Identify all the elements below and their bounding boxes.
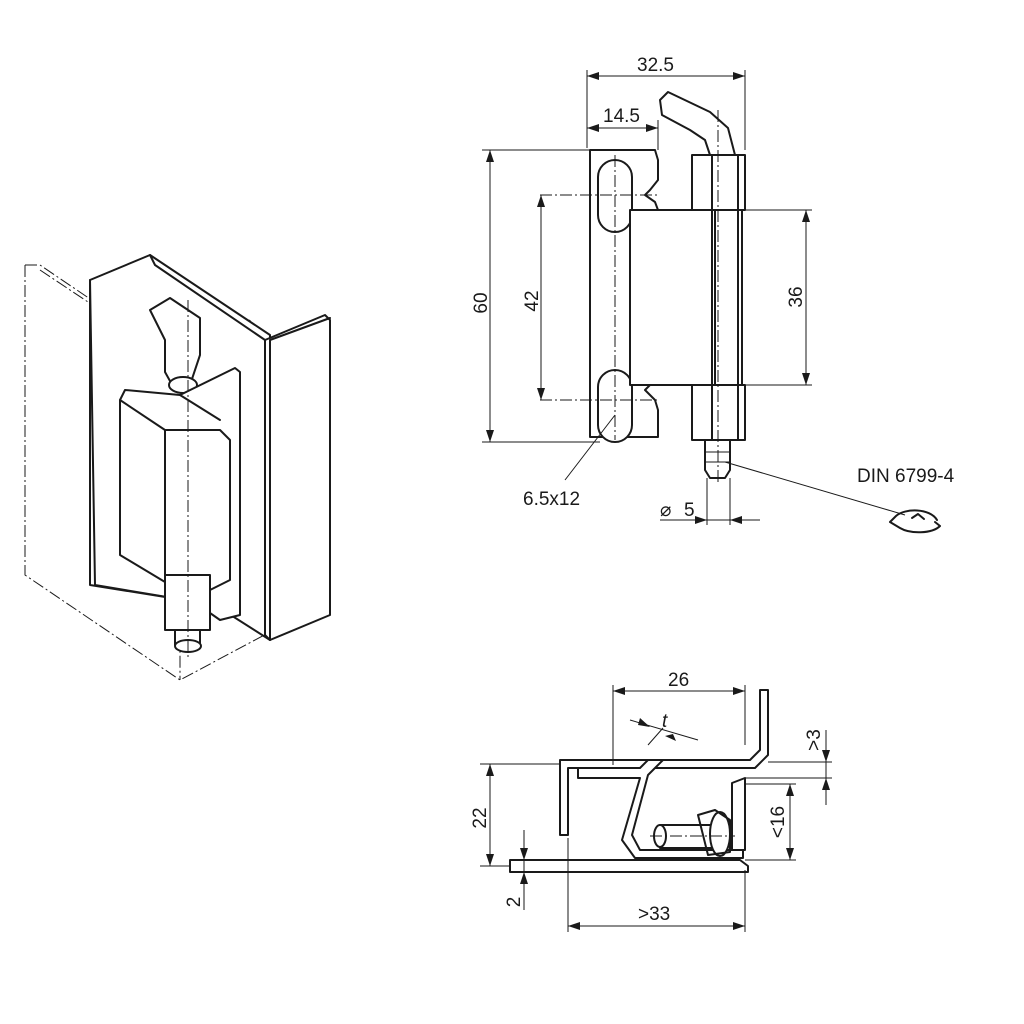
- dim-top-offset: >3: [745, 729, 832, 805]
- outer-bracket: [559, 689, 769, 836]
- pin-section: [650, 777, 746, 857]
- bottom-plate: [509, 859, 749, 873]
- dim-label-36: 36: [786, 286, 807, 307]
- callout-retaining-ring: DIN 6799-4: [724, 461, 955, 534]
- dim-label-gt33: >33: [638, 904, 670, 925]
- sleeve-block: [629, 209, 716, 386]
- dim-sheet-thickness: 2: [504, 830, 528, 910]
- dim-bottom-width: >33: [567, 838, 746, 932]
- dim-overall-width: 32.5: [586, 55, 746, 150]
- dim-label-2: 2: [504, 897, 525, 908]
- dim-height: 60: [471, 149, 600, 443]
- dim-pin-diameter: ⌀ 5: [660, 478, 760, 525]
- dim-thickness: t: [629, 711, 699, 746]
- pin-bent-head: [659, 91, 736, 156]
- dim-hole-spacing: 42: [522, 195, 545, 400]
- dim-label-26: 26: [668, 670, 689, 691]
- dim-label-60: 60: [471, 292, 492, 313]
- dim-label-22: 22: [470, 807, 491, 828]
- front-view: 32.5 14.5 60 42 36 6.5x12: [471, 55, 955, 534]
- dim-leaf-width: 14.5: [587, 106, 659, 150]
- dim-label-lt16: <16: [768, 806, 789, 838]
- retaining-ring-label: DIN 6799-4: [857, 466, 955, 487]
- dim-inner-height: <16: [745, 783, 796, 861]
- hinge-body: [119, 300, 241, 660]
- dim-section-height: 22: [470, 763, 560, 867]
- dim-label-5: 5: [684, 500, 695, 521]
- diameter-symbol: ⌀: [660, 500, 671, 521]
- callout-slot: 6.5x12: [523, 414, 616, 510]
- dim-label-t: t: [662, 711, 668, 732]
- isometric-view: [24, 254, 331, 681]
- dim-label-32-5: 32.5: [637, 55, 674, 76]
- dim-label-42: 42: [522, 290, 543, 311]
- dim-label-14-5: 14.5: [603, 106, 640, 127]
- dim-sleeve-height: 36: [745, 209, 812, 386]
- section-view: 26 t >3 22 <16 2: [470, 670, 832, 932]
- slot-size-label: 6.5x12: [523, 489, 580, 510]
- dim-label-gt3: >3: [804, 729, 825, 751]
- dim-top-width: 26: [612, 670, 746, 765]
- retaining-ring-icon: [889, 509, 941, 534]
